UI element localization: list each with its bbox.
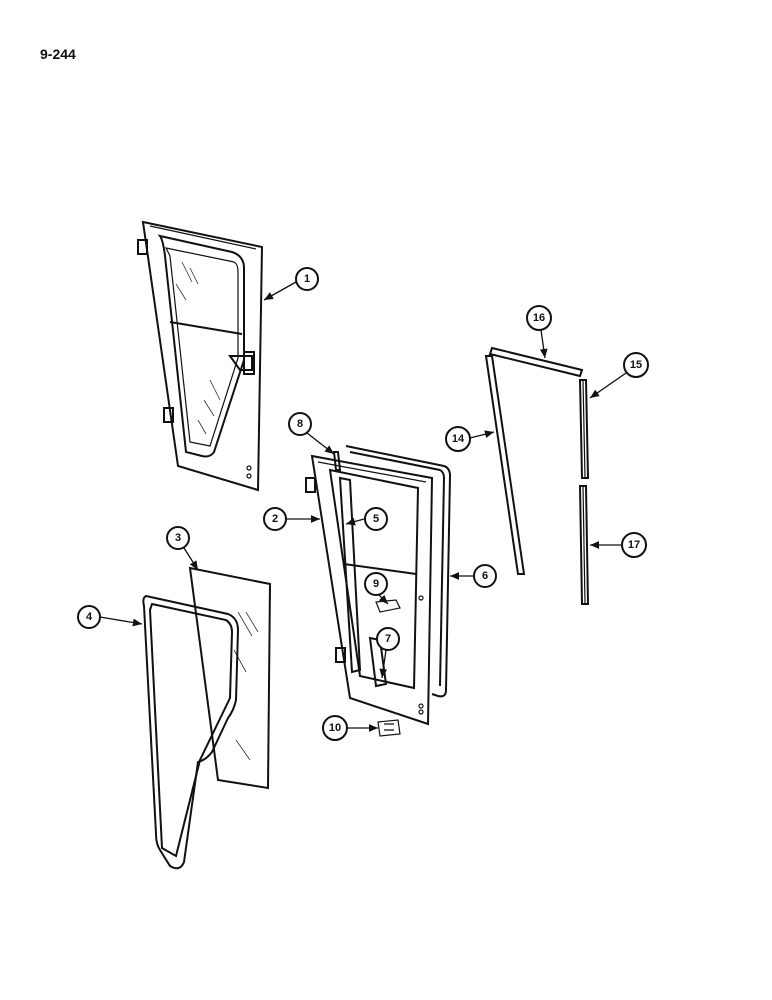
svg-text:16: 16 [533, 312, 545, 324]
svg-text:2: 2 [272, 513, 278, 525]
strip-17 [578, 485, 590, 605]
callout-5: 5 [364, 507, 388, 531]
callout-16: 16 [526, 305, 552, 331]
svg-text:9: 9 [373, 578, 379, 590]
strip-14 [484, 355, 526, 575]
svg-text:14: 14 [452, 433, 465, 445]
callout-10: 10 [322, 715, 348, 741]
svg-text:3: 3 [175, 532, 181, 544]
glass-seal [142, 594, 240, 870]
callout-6: 6 [473, 564, 497, 588]
frame-seal [345, 445, 452, 698]
svg-text:5: 5 [373, 513, 379, 525]
callout-9: 9 [364, 572, 388, 596]
latch-bolt [377, 719, 401, 737]
door-glass [188, 566, 272, 790]
callout-1: 1 [295, 267, 319, 291]
leader-lines [99, 281, 627, 732]
callout-15: 15 [623, 352, 649, 378]
callout-17: 17 [621, 532, 647, 558]
svg-text:8: 8 [297, 418, 303, 430]
svg-text:15: 15 [630, 359, 642, 371]
callout-7: 7 [376, 627, 400, 651]
svg-text:4: 4 [86, 611, 93, 623]
svg-text:7: 7 [385, 633, 391, 645]
svg-text:17: 17 [628, 539, 640, 551]
svg-text:1: 1 [304, 273, 310, 285]
callout-3: 3 [166, 526, 190, 550]
page-number: 9-244 [40, 46, 76, 62]
strip-16 [488, 346, 584, 378]
callout-8: 8 [288, 412, 312, 436]
svg-text:6: 6 [482, 570, 488, 582]
frame-rod [332, 451, 342, 471]
callout-14: 14 [445, 426, 471, 452]
svg-text:10: 10 [329, 722, 341, 734]
callout-2: 2 [263, 507, 287, 531]
callout-4: 4 [77, 605, 101, 629]
strip-15 [578, 379, 590, 479]
door-assembly [137, 220, 264, 492]
door-frame [305, 454, 434, 726]
